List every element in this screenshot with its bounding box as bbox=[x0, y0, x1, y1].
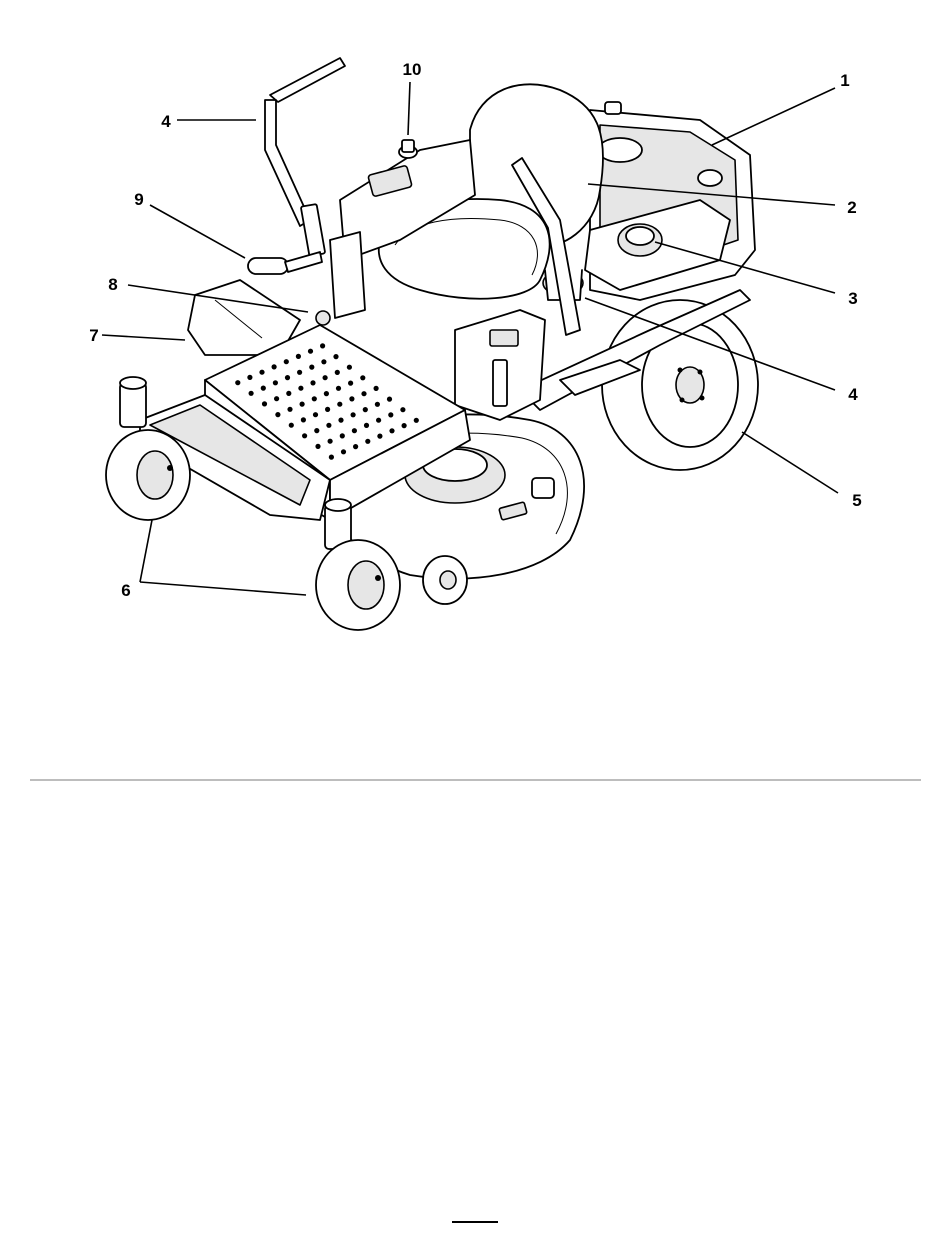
footrest-hole bbox=[363, 407, 368, 412]
footrest-hole bbox=[400, 407, 405, 412]
footrest-hole bbox=[312, 396, 317, 401]
footrest-hole bbox=[338, 418, 343, 423]
right-console bbox=[455, 310, 545, 420]
footrest-hole bbox=[347, 365, 352, 370]
footrest-hole bbox=[261, 386, 266, 391]
footrest-hole bbox=[235, 380, 240, 385]
footrest-hole bbox=[326, 423, 331, 428]
footrest-hole bbox=[300, 402, 305, 407]
motion-control-lever-left bbox=[265, 58, 345, 256]
footrest-hole bbox=[308, 349, 313, 354]
footrest-hole bbox=[301, 417, 306, 422]
callout-5: 5 bbox=[852, 491, 861, 510]
footrest-hole bbox=[285, 375, 290, 380]
footrest-hole bbox=[247, 375, 252, 380]
footrest-hole bbox=[376, 418, 381, 423]
footrest-hole bbox=[324, 391, 329, 396]
footrest-hole bbox=[328, 439, 333, 444]
footrest-hole bbox=[360, 375, 365, 380]
callout-3: 3 bbox=[848, 289, 857, 308]
footrest-hole bbox=[353, 444, 358, 449]
footer-rule bbox=[452, 1221, 498, 1223]
callout-1: 1 bbox=[840, 71, 849, 90]
footrest-hole bbox=[286, 391, 291, 396]
leader-7 bbox=[102, 335, 185, 340]
section-divider bbox=[30, 779, 921, 781]
footrest-hole bbox=[352, 428, 357, 433]
footrest-hole bbox=[389, 428, 394, 433]
footrest-hole bbox=[341, 449, 346, 454]
footrest-hole bbox=[272, 364, 277, 369]
leader-1 bbox=[712, 88, 835, 145]
footrest-hole bbox=[309, 365, 314, 370]
footrest-hole bbox=[297, 370, 302, 375]
footrest-hole bbox=[377, 434, 382, 439]
footrest-hole bbox=[323, 375, 328, 380]
footrest-hole bbox=[262, 401, 267, 406]
leader-9 bbox=[150, 205, 245, 258]
footrest-hole bbox=[310, 380, 315, 385]
leader-6a bbox=[140, 520, 152, 582]
callout-10: 10 bbox=[403, 60, 422, 79]
footrest-hole bbox=[289, 423, 294, 428]
footrest-hole bbox=[275, 412, 280, 417]
footrest-hole bbox=[388, 412, 393, 417]
footrest-hole bbox=[333, 354, 338, 359]
footrest-hole bbox=[335, 370, 340, 375]
footrest-hole bbox=[402, 423, 407, 428]
footrest-hole bbox=[364, 423, 369, 428]
footrest-hole bbox=[321, 359, 326, 364]
callout-4-upper: 4 bbox=[161, 112, 171, 131]
leader-5 bbox=[742, 432, 838, 493]
footrest-hole bbox=[249, 391, 254, 396]
footrest-hole bbox=[287, 407, 292, 412]
leader-6b bbox=[140, 582, 306, 595]
footrest-hole bbox=[313, 412, 318, 417]
footrest-hole bbox=[414, 418, 419, 423]
footrest-hole bbox=[375, 402, 380, 407]
callout-9: 9 bbox=[134, 190, 143, 209]
footrest-hole bbox=[298, 386, 303, 391]
footrest-hole bbox=[365, 439, 370, 444]
footrest-hole bbox=[273, 380, 278, 385]
footrest-hole bbox=[329, 455, 334, 460]
caster-wheel-left bbox=[106, 377, 190, 520]
footrest-hole bbox=[315, 444, 320, 449]
footrest-hole bbox=[349, 396, 354, 401]
callout-8: 8 bbox=[108, 275, 117, 294]
callout-6: 6 bbox=[121, 581, 130, 600]
footrest-hole bbox=[325, 407, 330, 412]
footrest-hole bbox=[274, 396, 279, 401]
footrest-hole bbox=[336, 386, 341, 391]
footrest-hole bbox=[320, 343, 325, 348]
callout-7: 7 bbox=[89, 326, 98, 345]
footrest-hole bbox=[284, 359, 289, 364]
footrest-hole bbox=[387, 397, 392, 402]
footrest-hole bbox=[259, 370, 264, 375]
parking-brake-lever bbox=[248, 252, 322, 274]
callout-4-lower: 4 bbox=[848, 385, 858, 404]
footrest-hole bbox=[340, 433, 345, 438]
footrest-hole bbox=[337, 402, 342, 407]
leader-10 bbox=[408, 82, 410, 135]
deck-wheel bbox=[423, 556, 467, 604]
footrest-hole bbox=[296, 354, 301, 359]
footrest-hole bbox=[302, 433, 307, 438]
footrest-hole bbox=[351, 412, 356, 417]
footrest-hole bbox=[361, 391, 366, 396]
footrest-hole bbox=[374, 386, 379, 391]
callout-2: 2 bbox=[847, 198, 856, 217]
footrest-hole bbox=[314, 428, 319, 433]
footrest-hole bbox=[348, 381, 353, 386]
mower-diagram: 1 2 3 4 4 5 6 7 8 9 10 bbox=[0, 0, 950, 700]
